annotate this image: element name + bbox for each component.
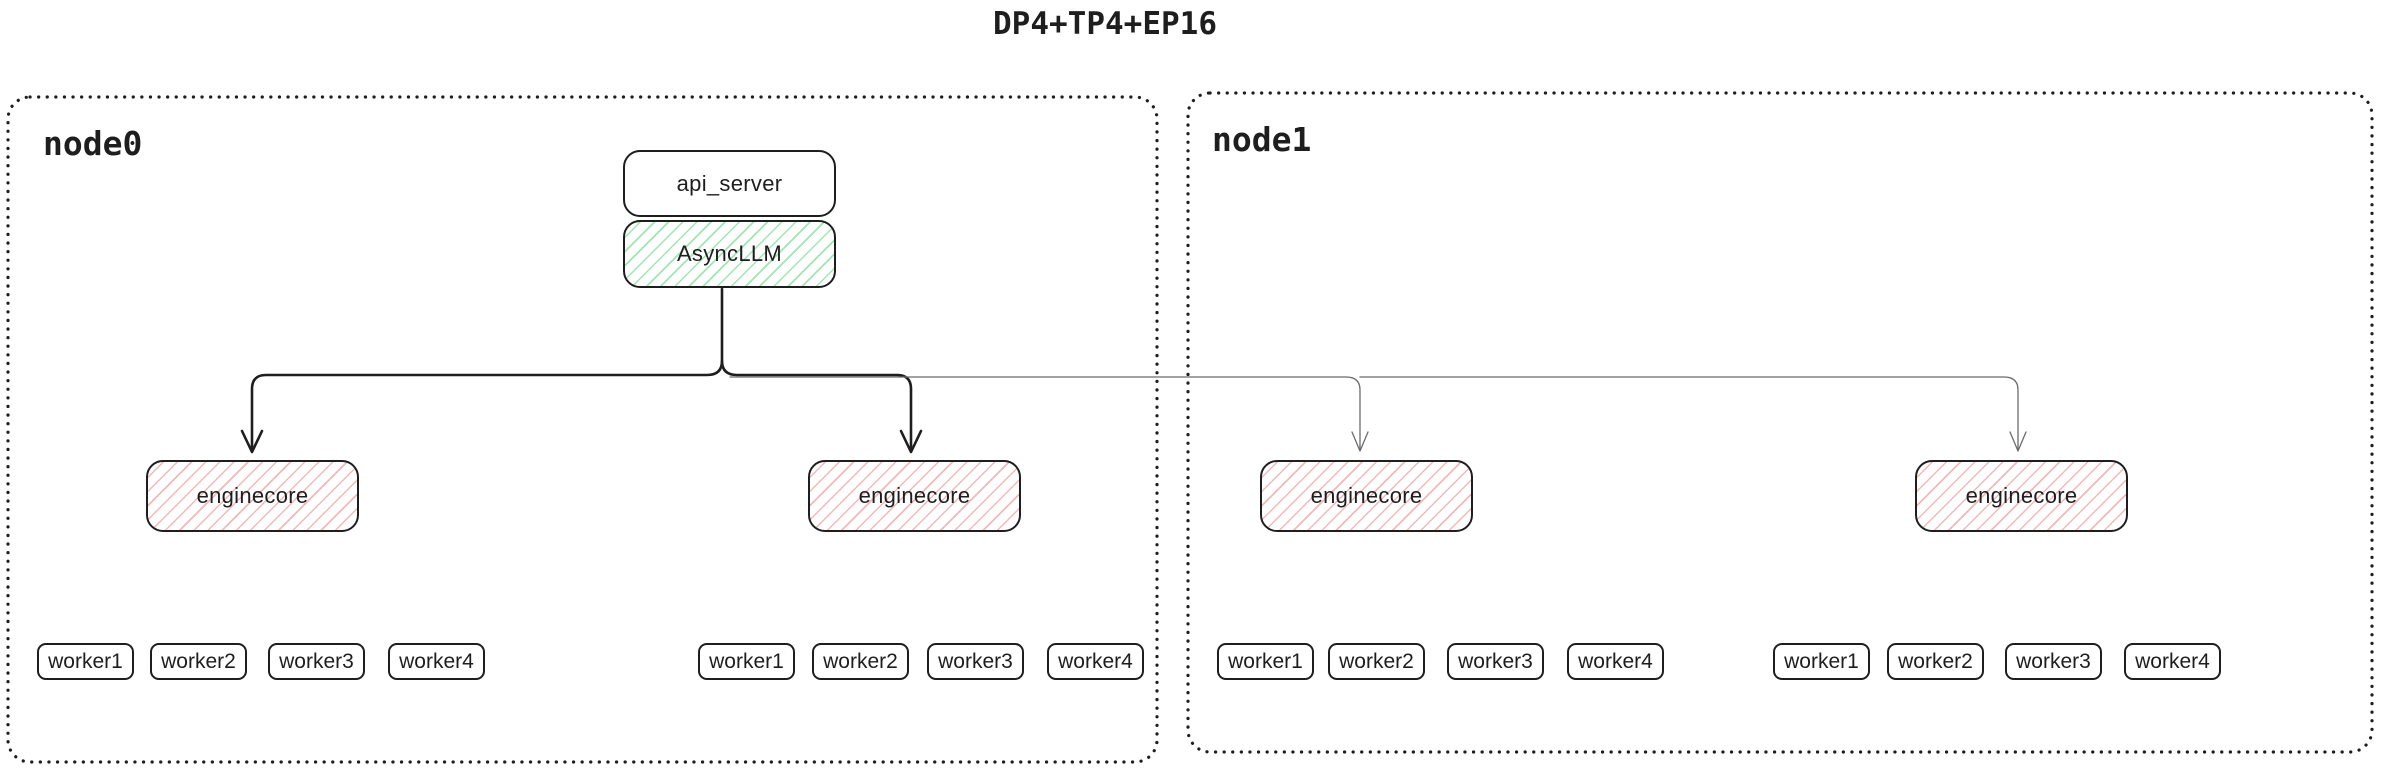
worker-label: worker3 <box>938 649 1013 673</box>
worker-label: worker2 <box>1898 649 1973 673</box>
worker-box: worker4 <box>2124 643 2221 680</box>
api-server-label: api_server <box>676 170 783 196</box>
worker-box: worker4 <box>1567 643 1664 680</box>
worker-box: worker2 <box>812 643 909 680</box>
worker-label: worker1 <box>1228 649 1303 673</box>
worker-label: worker1 <box>709 649 784 673</box>
worker-box: worker1 <box>1217 643 1314 680</box>
node1-label: node1 <box>1212 120 1312 159</box>
arrow-asyncllm-to-enginecore2 <box>720 359 923 454</box>
arrow-asyncllm-to-enginecore3 <box>729 376 1369 452</box>
worker-label: worker4 <box>2135 649 2210 673</box>
api-server-box: api_server <box>623 150 836 217</box>
node1-enginecore2-box: enginecore <box>1915 460 2128 532</box>
worker-box: worker2 <box>1328 643 1425 680</box>
worker-box: worker4 <box>388 643 485 680</box>
enginecore-label: enginecore <box>196 483 309 508</box>
asyncllm-box: AsyncLLM <box>623 220 836 288</box>
diagram-title: DP4+TP4+EP16 <box>993 6 1217 42</box>
node1-enginecore1-box: enginecore <box>1260 460 1473 532</box>
worker-label: worker2 <box>823 649 898 673</box>
worker-label: worker4 <box>399 649 474 673</box>
worker-label: worker3 <box>1458 649 1533 673</box>
worker-label: worker3 <box>279 649 354 673</box>
worker-box: worker2 <box>150 643 247 680</box>
worker-box: worker3 <box>927 643 1024 680</box>
worker-label: worker2 <box>1339 649 1414 673</box>
enginecore-label: enginecore <box>1965 483 2078 508</box>
node0-enginecore2-box: enginecore <box>808 460 1021 532</box>
enginecore-label: enginecore <box>858 483 971 508</box>
worker-label: worker4 <box>1058 649 1133 673</box>
worker-box: worker3 <box>2005 643 2102 680</box>
worker-box: worker1 <box>37 643 134 680</box>
node0-label: node0 <box>43 124 143 163</box>
worker-label: worker2 <box>161 649 236 673</box>
asyncllm-label: AsyncLLM <box>676 241 783 266</box>
worker-label: worker3 <box>2016 649 2091 673</box>
worker-box: worker3 <box>268 643 365 680</box>
node0-enginecore1-box: enginecore <box>146 460 359 532</box>
arrow-asyncllm-to-enginecore1 <box>240 287 724 454</box>
worker-label: worker1 <box>48 649 123 673</box>
worker-box: worker2 <box>1887 643 1984 680</box>
worker-box: worker1 <box>698 643 795 680</box>
worker-box: worker3 <box>1447 643 1544 680</box>
worker-label: worker4 <box>1578 649 1653 673</box>
worker-box: worker4 <box>1047 643 1144 680</box>
arrow-asyncllm-to-enginecore4 <box>1359 376 2027 452</box>
enginecore-label: enginecore <box>1310 483 1423 508</box>
worker-box: worker1 <box>1773 643 1870 680</box>
worker-label: worker1 <box>1784 649 1859 673</box>
